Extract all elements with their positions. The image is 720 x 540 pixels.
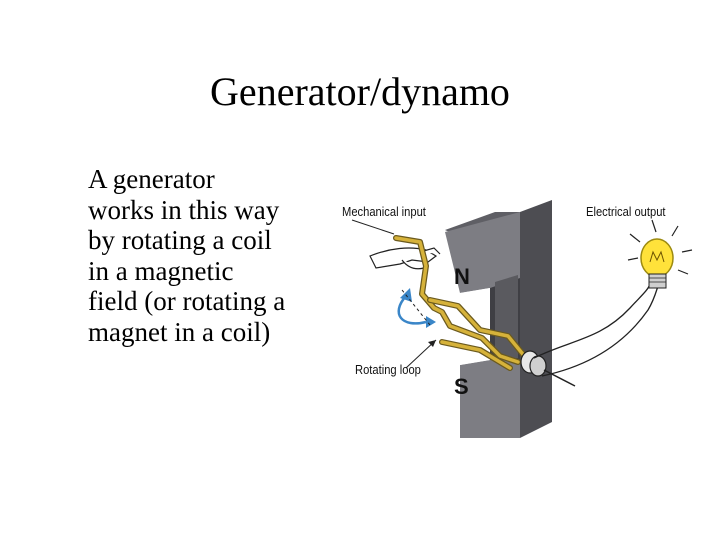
label-pointer <box>351 219 395 235</box>
generator-diagram: Mechanical input Electrical output Rotat… <box>330 190 720 450</box>
pole-south-label: S <box>454 374 469 399</box>
hand-illustration <box>369 247 441 270</box>
body-line: in a magnetic <box>88 255 234 286</box>
slide-title: Generator/dynamo <box>210 69 510 114</box>
body-text: A generator works in this way by rotatin… <box>88 164 338 347</box>
body-line: magnet in a coil) <box>88 316 271 347</box>
output-wires <box>533 283 659 377</box>
label-electrical-output: Electrical output <box>586 204 666 219</box>
body-line: field (or rotating a <box>88 286 286 316</box>
horseshoe-magnet <box>445 200 552 438</box>
body-line: works in this way <box>88 194 280 225</box>
label-pointer <box>428 340 436 347</box>
generator-illustration <box>351 200 693 438</box>
body-line: A generator <box>88 164 215 194</box>
label-rotating-loop: Rotating loop <box>355 362 421 377</box>
body-line: by rotating a coil <box>88 225 272 255</box>
rotating-loop <box>393 235 529 371</box>
label-mechanical-input: Mechanical input <box>342 204 426 219</box>
pole-north-label: N <box>454 264 470 289</box>
light-bulb-icon <box>627 219 693 289</box>
axis-line <box>401 289 431 326</box>
